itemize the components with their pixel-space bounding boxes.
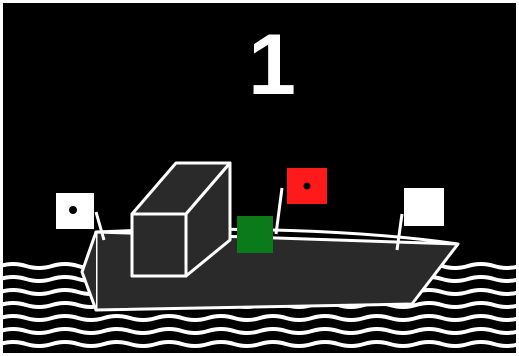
figure-number: 1 bbox=[248, 17, 296, 113]
flag-dot-left bbox=[69, 206, 77, 214]
wave-line bbox=[0, 329, 519, 333]
wave-line bbox=[0, 342, 519, 346]
wheelhouse-front bbox=[132, 214, 186, 276]
flag-green bbox=[237, 216, 273, 253]
flag-white-right bbox=[404, 188, 444, 226]
wave-line bbox=[0, 316, 519, 320]
flag-dot-red bbox=[304, 183, 311, 190]
